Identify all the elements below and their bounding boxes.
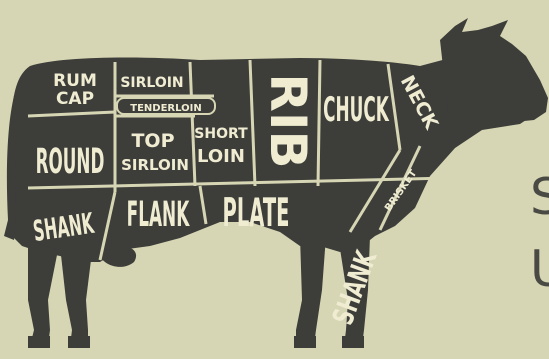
leg-hind-front [60, 246, 92, 346]
hoof [294, 336, 316, 348]
leg-hind-back [28, 240, 58, 346]
hoof [28, 336, 50, 348]
label-rum-cap-1: RUM [53, 71, 97, 91]
cow-head [440, 18, 548, 124]
label-round: ROUND [36, 142, 105, 182]
side-text-line1: S [530, 172, 549, 222]
cow-udder [98, 248, 136, 267]
divider [318, 60, 320, 186]
label-rib: RIB [259, 73, 317, 168]
label-flank: FLANK [127, 194, 191, 235]
label-top-sirloin-2: SIRLOIN [121, 156, 189, 174]
leg-fore-back [296, 236, 326, 346]
label-shank-fore: SHANK [325, 245, 383, 329]
label-chuck: CHUCK [323, 91, 390, 130]
hoof [68, 336, 90, 348]
side-text-line2: U [530, 244, 549, 294]
label-short-loin-2: LOIN [197, 146, 245, 167]
label-sirloin: SIRLOIN [120, 75, 183, 91]
label-short-loin-1: SHORT [194, 126, 248, 142]
label-plate: PLATE [223, 191, 290, 237]
hoof [342, 336, 364, 348]
label-rum-cap-2: CAP [56, 89, 94, 109]
label-tenderloin: TENDERLOIN [130, 103, 201, 114]
label-top-sirloin-1: TOP [131, 130, 174, 152]
